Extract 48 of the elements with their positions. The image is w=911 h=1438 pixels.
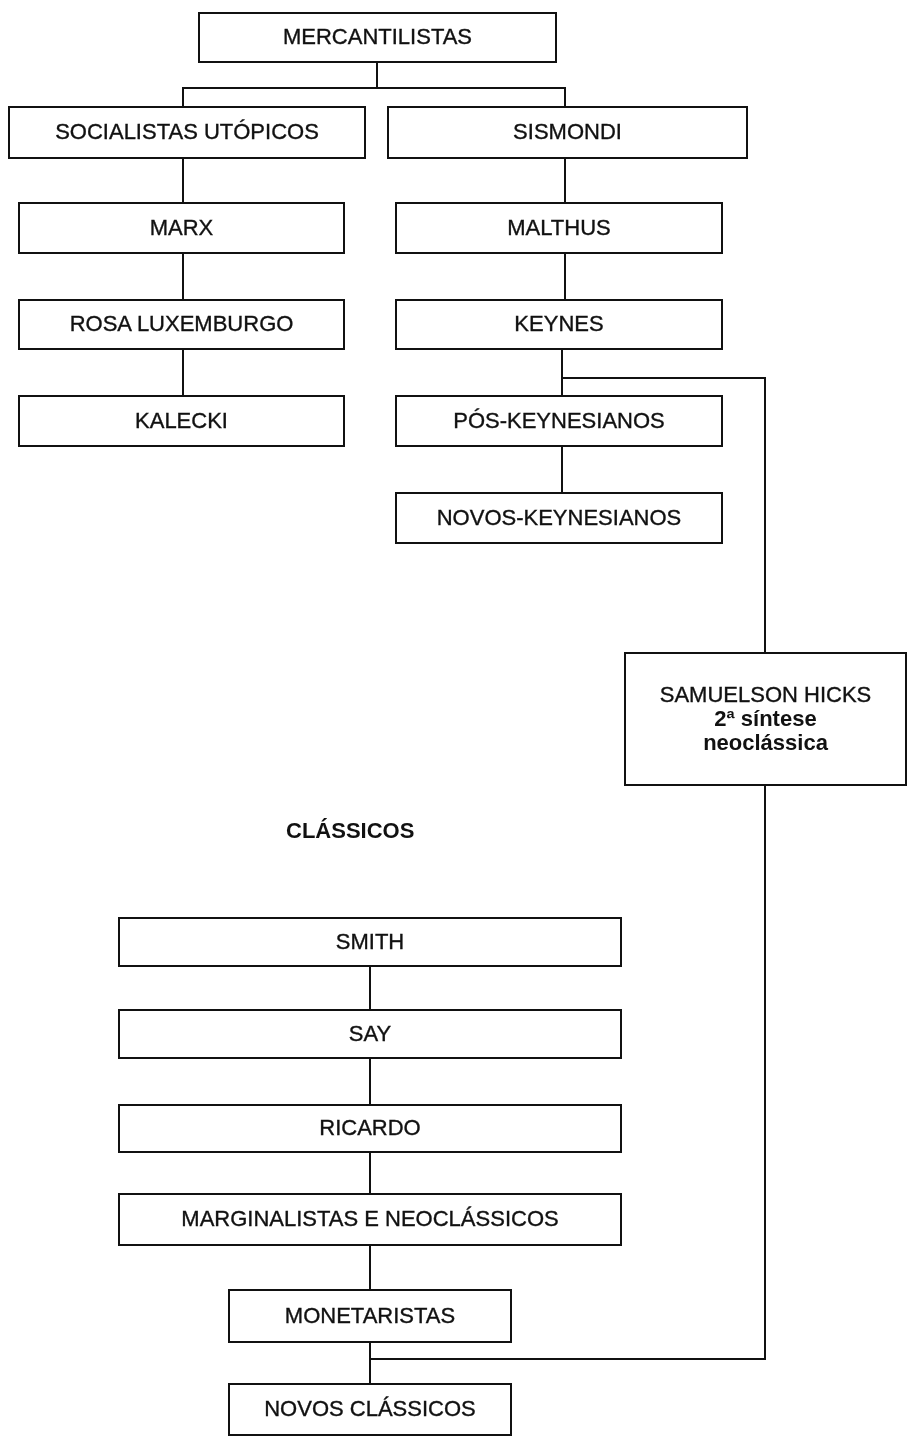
process-box xyxy=(18,299,345,350)
node-subtitle: 2ª síntese neoclássica xyxy=(702,706,829,756)
connector-line xyxy=(182,349,184,396)
node-label: MARGINALISTAS E NEOCLÁSSICOS xyxy=(181,1207,559,1232)
process-box xyxy=(118,1104,622,1153)
node-label: NOVOS CLÁSSICOS xyxy=(264,1397,476,1422)
node-label: SAMUELSON HICKS xyxy=(659,682,872,707)
connector-line xyxy=(182,158,184,203)
process-box xyxy=(395,202,723,254)
node-label: KALECKI xyxy=(135,408,228,434)
process-box xyxy=(8,106,366,159)
connector-line xyxy=(369,1058,371,1105)
process-box xyxy=(18,202,345,254)
connector-line xyxy=(561,446,563,493)
process-box xyxy=(228,1383,512,1436)
node-label: MARX xyxy=(149,215,214,241)
connector-line xyxy=(182,253,184,300)
connector-line xyxy=(564,158,566,203)
process-box xyxy=(395,492,723,544)
node-label: SISMONDI xyxy=(513,120,622,145)
node-label: SAY xyxy=(348,1021,392,1047)
node-label: KEYNES xyxy=(514,312,604,337)
process-box xyxy=(118,917,622,967)
node-label: MERCANTILISTAS xyxy=(282,25,473,50)
connector-line xyxy=(369,1342,371,1384)
process-box xyxy=(18,395,345,447)
node-label: MONETARISTAS xyxy=(284,1303,456,1329)
node-label: SOCIALISTAS UTÓPICOS xyxy=(55,120,319,145)
process-box xyxy=(118,1009,622,1059)
node-label: RICARDO xyxy=(319,1116,421,1141)
process-box xyxy=(395,395,723,447)
process-box xyxy=(387,106,748,159)
connector-line xyxy=(369,1152,371,1194)
node-label: ROSA LUXEMBURGO xyxy=(69,312,294,337)
connector-line xyxy=(369,966,371,1010)
process-box xyxy=(198,12,557,63)
node-label: PÓS-KEYNESIANOS xyxy=(453,408,665,434)
node-label: NOVOS-KEYNESIANOS xyxy=(436,505,682,531)
connector-line xyxy=(369,1245,371,1290)
group-heading: CLÁSSICOS xyxy=(286,818,415,844)
process-box xyxy=(228,1289,512,1343)
process-box xyxy=(118,1193,622,1246)
connector-line xyxy=(564,253,566,300)
node-label: MALTHUS xyxy=(507,215,611,241)
process-box xyxy=(624,652,907,786)
node-label: SMITH xyxy=(335,929,405,955)
connector-line xyxy=(376,62,566,107)
process-box xyxy=(395,299,723,350)
